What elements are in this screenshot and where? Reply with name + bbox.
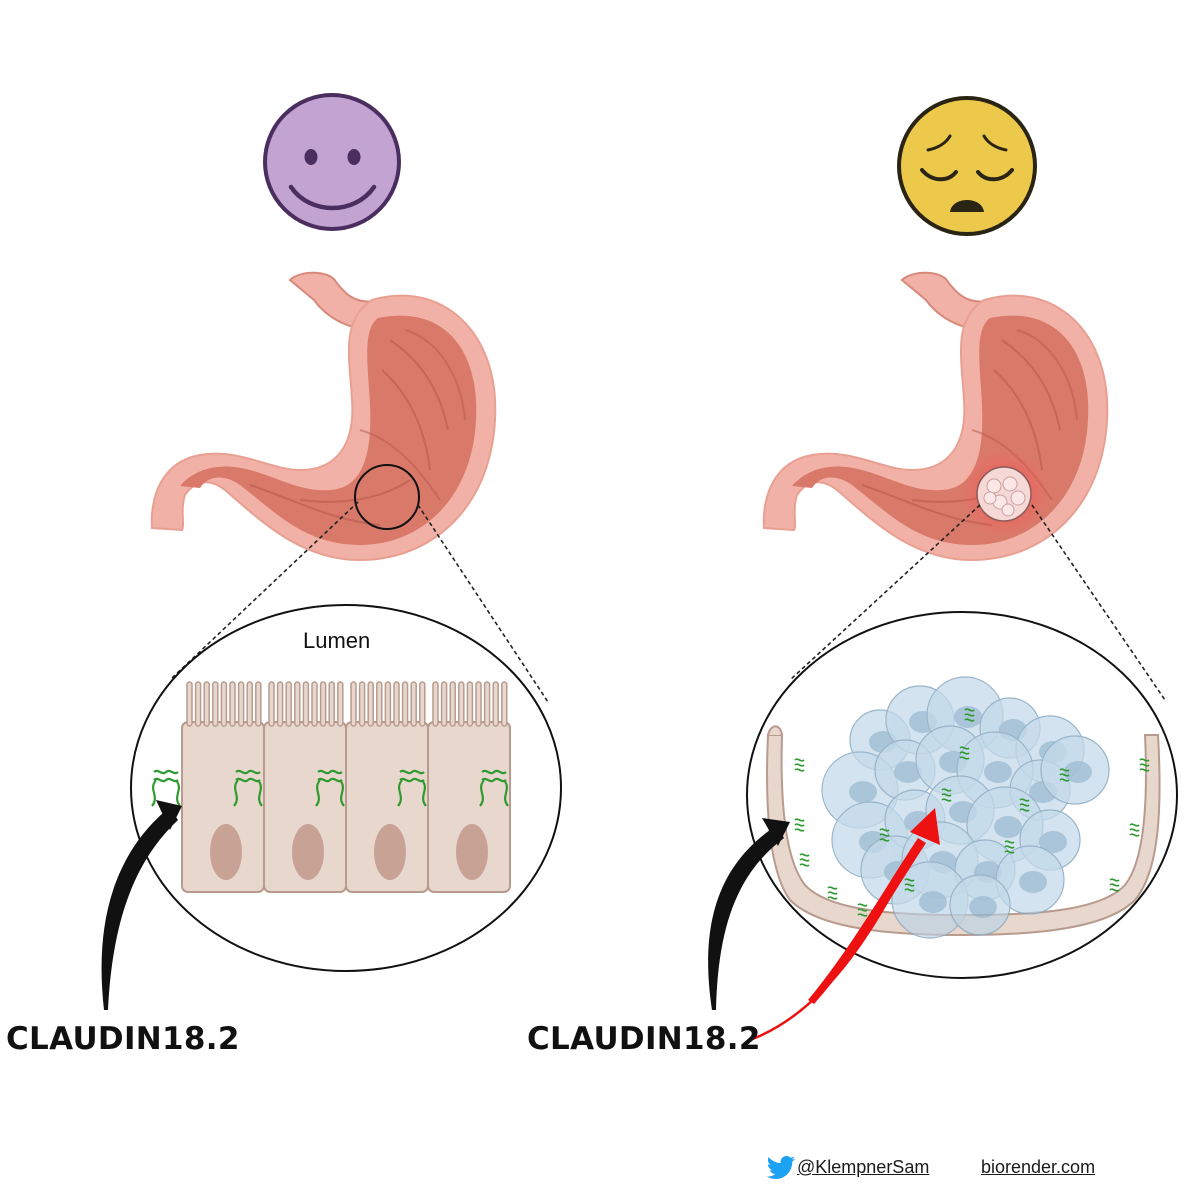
zoom-line-left-a	[171, 501, 359, 679]
microvillus	[432, 681, 439, 727]
microvillus	[337, 681, 344, 727]
microvillus	[475, 681, 482, 727]
microvillus	[255, 681, 262, 727]
tumor-zoom	[746, 611, 1178, 979]
happy-face-icon	[263, 93, 401, 231]
microvillus	[449, 681, 456, 727]
twitter-handle-link[interactable]: @KlempnerSam	[797, 1157, 930, 1177]
microvillus	[276, 681, 284, 727]
microvillus	[220, 681, 228, 727]
microvillus	[328, 681, 335, 727]
zoom-line-left-b	[417, 504, 549, 703]
lumen-label: Lumen	[303, 628, 371, 653]
claudin-label-healthy: CLAUDIN18.2	[6, 1021, 240, 1057]
microvillus	[203, 681, 210, 727]
microvillus	[358, 681, 366, 727]
microvillus	[440, 681, 448, 727]
microvillus	[294, 681, 301, 727]
tumor-mass	[976, 466, 1032, 522]
microvillus	[376, 681, 383, 727]
microvillus	[501, 681, 508, 727]
microvillus	[384, 681, 392, 727]
microvillus	[466, 681, 474, 727]
tumor-cell	[949, 874, 1011, 936]
microvillus	[401, 681, 409, 727]
microvillus	[194, 681, 202, 727]
microvillus	[237, 681, 245, 727]
healthy-epithelium-zoom	[130, 604, 562, 972]
claudin-label-tumor: CLAUDIN18.2	[527, 1021, 761, 1057]
microvillus	[246, 681, 253, 727]
microvillus	[367, 681, 374, 727]
microvillus	[393, 681, 400, 727]
microvillus	[458, 681, 465, 727]
microvillus	[229, 681, 236, 727]
microvillus	[212, 681, 219, 727]
microvillus	[186, 681, 193, 727]
biorender-link[interactable]: biorender.com	[981, 1157, 1096, 1177]
microvillus	[410, 681, 417, 727]
healthy-stomach	[150, 271, 497, 561]
twitter-icon	[766, 1156, 795, 1179]
microvillus	[319, 681, 327, 727]
tumor-cell	[1040, 735, 1110, 805]
arrow-left-claudin	[101, 808, 178, 1010]
tumor-stomach	[762, 271, 1109, 561]
microvillus	[492, 681, 499, 727]
tumor-cell	[995, 845, 1065, 915]
zoom-line-right-b	[1031, 504, 1166, 701]
microvillus	[302, 681, 310, 727]
sad-face-icon	[897, 96, 1037, 236]
microvillus	[419, 681, 426, 727]
zoom-line-right-a	[789, 504, 981, 681]
microvillus	[268, 681, 275, 727]
microvillus	[350, 681, 357, 727]
magnifier-circle-left	[354, 464, 420, 530]
arrow-right-black	[708, 826, 784, 1010]
microvillus	[285, 681, 292, 727]
microvillus	[311, 681, 318, 727]
microvillus	[483, 681, 491, 727]
